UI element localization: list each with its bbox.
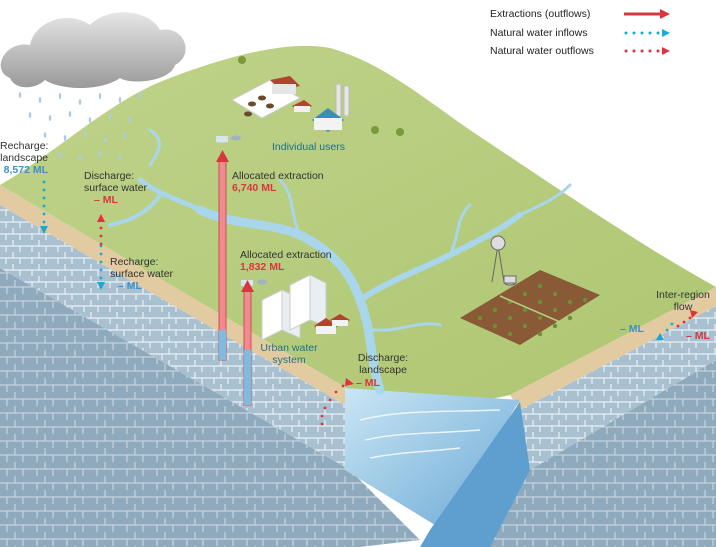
label-urban-water-system: Urban water system <box>260 342 318 366</box>
windmill <box>490 235 517 286</box>
legend-outflows: Natural water outflows <box>490 45 594 57</box>
extraction-pipes <box>216 150 254 406</box>
legend-symbols <box>624 9 670 55</box>
crop-field <box>460 270 600 345</box>
allocated-extraction-upper-value: 6,740 ML <box>232 182 277 194</box>
lower-rock-layer <box>0 268 420 547</box>
allocated-extraction-lower-value: 1,832 ML <box>240 261 285 273</box>
right-lower-rock <box>480 360 716 547</box>
farm-buildings <box>230 56 404 136</box>
label-individual-users: Individual users <box>272 141 345 153</box>
canyon-water <box>345 388 520 528</box>
label-discharge-landscape: Discharge: landscape <box>357 352 409 376</box>
right-upper-rock <box>520 306 716 470</box>
label-allocated-extraction-upper: Allocated extraction 6,740 ML <box>232 170 324 194</box>
legend-outflow-arrow <box>624 47 670 55</box>
ground-block <box>0 45 716 547</box>
recharge-surface-water-value: – ML <box>118 280 142 292</box>
legend-inflow-arrow <box>624 29 670 37</box>
legend-inflows: Natural water inflows <box>490 27 588 39</box>
recharge-landscape-value: 8,572 ML <box>3 164 48 176</box>
label-discharge-surface-water: Discharge: surface water – ML <box>84 170 148 206</box>
discharge-surface-water-value: – ML <box>94 194 118 206</box>
label-recharge-surface-water: Recharge: surface water – ML <box>110 256 174 292</box>
right-sand-layer <box>510 287 716 410</box>
rain-cloud <box>0 12 186 161</box>
inter-region-outflow-value: – ML <box>686 330 710 342</box>
discharge-landscape-value: – ML <box>356 377 380 389</box>
river-network <box>108 128 572 395</box>
inter-region-inflow-value: – ML <box>620 323 644 335</box>
sand-layer <box>0 185 350 408</box>
upper-rock-layer <box>0 205 350 470</box>
urban-buildings <box>261 274 350 341</box>
label-inter-region-flow: Inter-region flow <box>656 289 710 313</box>
canyon-front-face <box>420 402 530 547</box>
legend-extractions: Extractions (outflows) <box>490 8 591 20</box>
label-recharge-landscape: Recharge: landscape 8,572 ML <box>0 140 49 176</box>
flow-indicators <box>40 180 698 426</box>
label-allocated-extraction-lower: Allocated extraction 1,832 ML <box>240 249 332 273</box>
